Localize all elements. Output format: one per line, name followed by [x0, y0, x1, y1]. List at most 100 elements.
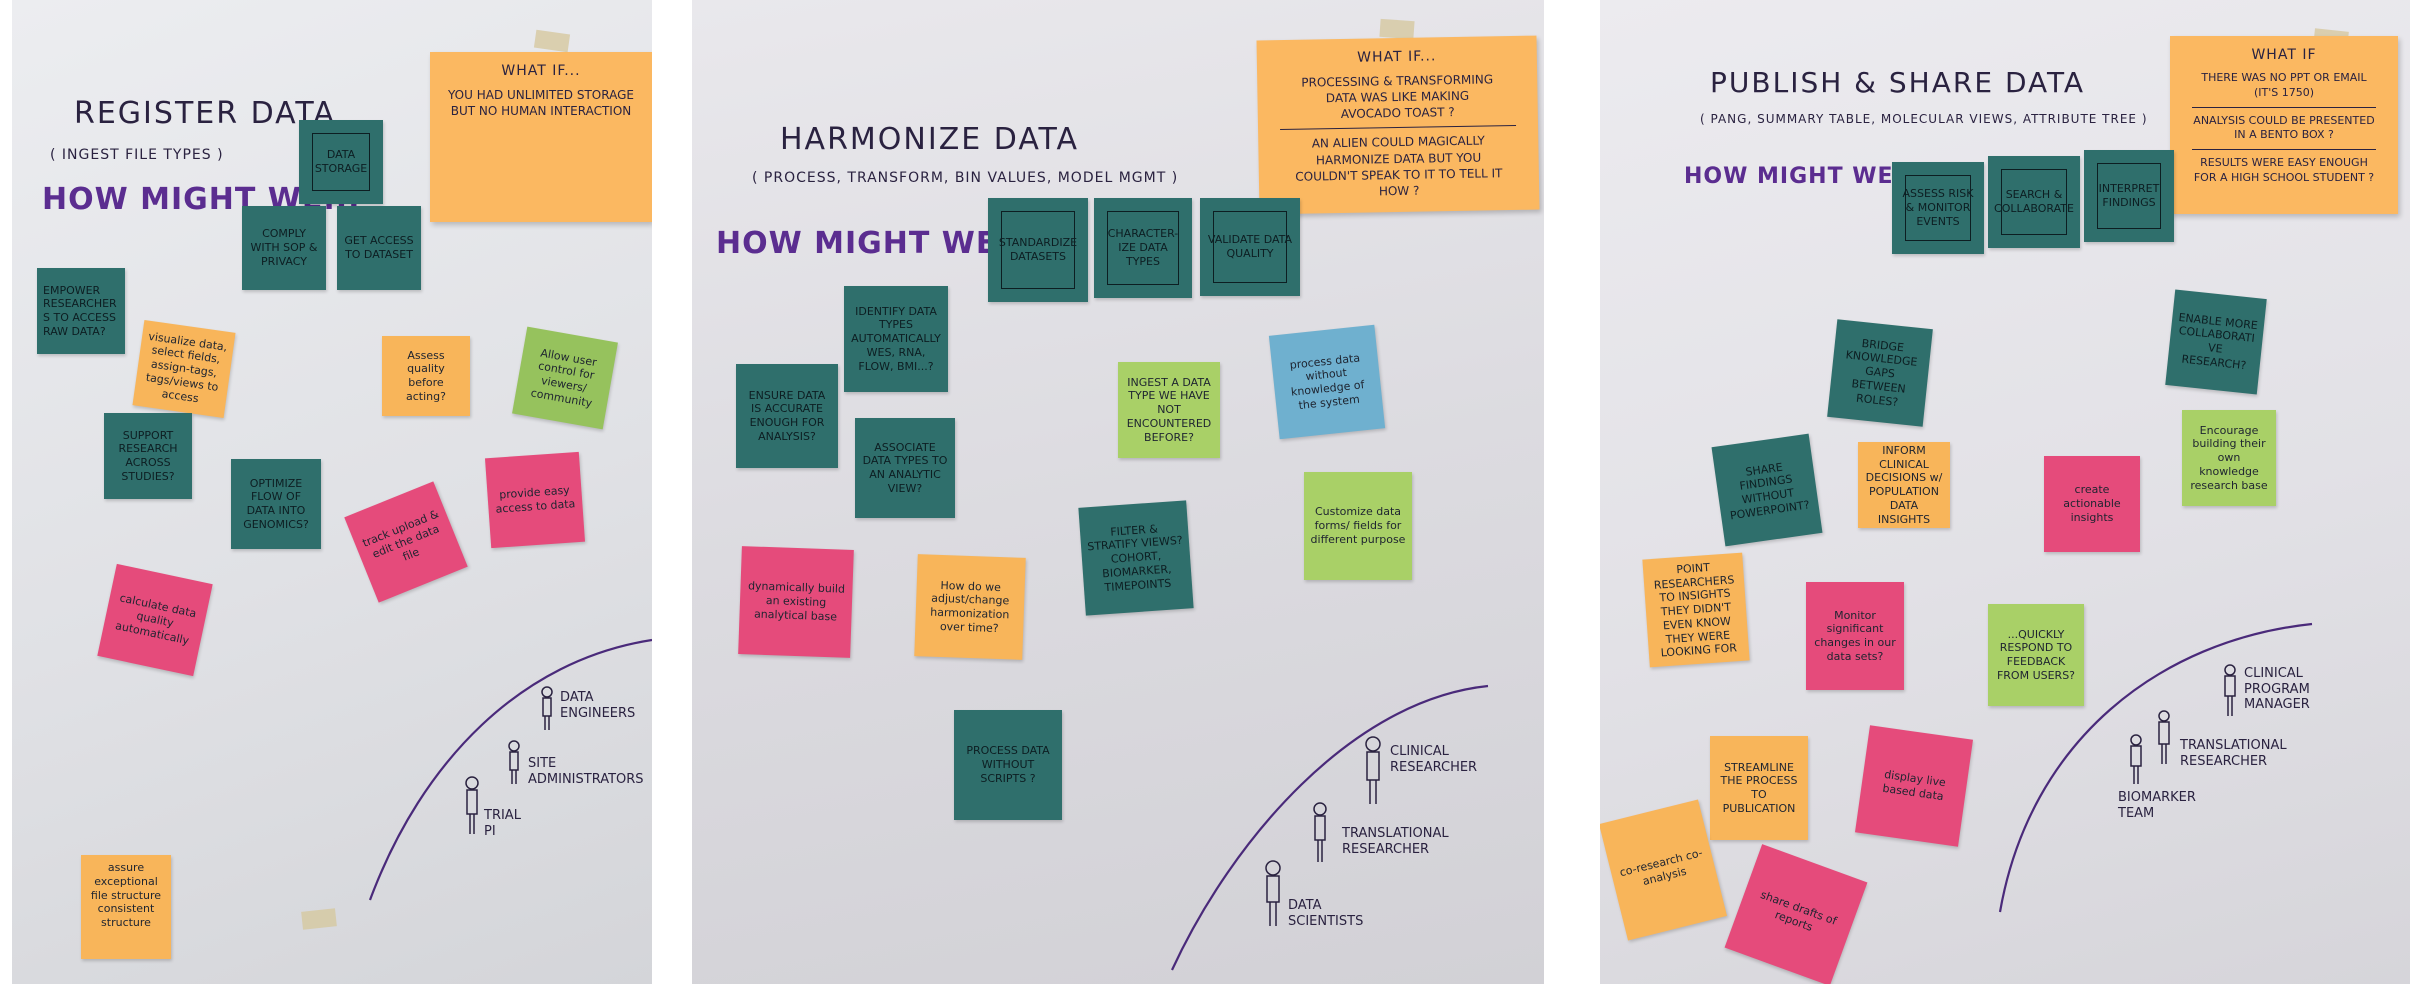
note-text: create actionable insights [2063, 483, 2121, 524]
persona-label: DATA SCIENTISTS [1288, 898, 1364, 929]
note-text: INTERPRET FINDINGS [2098, 182, 2160, 209]
note-text: ASSOCIATE DATA TYPES TO AN ANALYTIC VIEW… [862, 440, 948, 495]
note-text: GET ACCESS TO DATASET [344, 234, 414, 261]
category-interpret: INTERPRET FINDINGS [2084, 150, 2174, 242]
persona-site-admins: SITE ADMINISTRATORS [528, 756, 644, 787]
what-if-heading: WHAT IF [2251, 47, 2317, 63]
persona-translational-researcher: TRANSLATIONAL RESEARCHER [2180, 738, 2296, 769]
note-text: SUPPORT RESEARCH ACROSS STUDIES? [118, 428, 178, 483]
note-ensure: ENSURE DATA IS ACCURATE ENOUGH FOR ANALY… [736, 364, 838, 468]
note-text: OPTIMIZE FLOW OF DATA INTO GENOMICS? [243, 476, 309, 531]
note-text: PROCESS DATA WITHOUT SCRIPTS ? [966, 744, 1050, 785]
note-pink-insights: create actionable insights [2044, 456, 2140, 552]
note-support: SUPPORT RESEARCH ACROSS STUDIES? [104, 413, 192, 499]
category-standardize: STANDARDIZE DATASETS [988, 198, 1088, 302]
persona-label: DATA ENGINEERS [560, 690, 636, 721]
note-text: STREAMLINE THE PROCESS TO PUBLICATION [1720, 760, 1798, 815]
persona-figure-icon [1365, 736, 1381, 804]
persona-arc [368, 638, 652, 901]
persona-figure-icon [541, 686, 553, 730]
what-if-line: RESULTS WERE EASY ENOUGH [2200, 156, 2368, 170]
note-text: ENSURE DATA IS ACCURATE ENOUGH FOR ANALY… [748, 388, 826, 443]
note-inform: INFORM CLINICAL DECISIONS w/ POPULATION … [1858, 442, 1950, 528]
what-if-heading: WHAT IF... [501, 63, 581, 79]
category-search: SEARCH & COLLABORATE [1988, 156, 2080, 248]
panel-title: REGISTER DATA [74, 96, 336, 131]
persona-clinical-researcher: CLINICAL RESEARCHER [1390, 744, 1500, 775]
note-text: COMPLY WITH SOP & PRIVACY [250, 227, 318, 268]
persona-label: TRANSLATIONAL RESEARCHER [1342, 826, 1449, 857]
persona-data-engineers: DATA ENGINEERS [560, 690, 640, 721]
persona-arc [1171, 684, 1489, 971]
divider [2192, 106, 2376, 108]
panel-subtitle: ( INGEST FILE TYPES ) [50, 147, 224, 163]
persona-label: SITE ADMINISTRATORS [528, 756, 644, 787]
persona-data-scientists: DATA SCIENTISTS [1288, 898, 1378, 929]
note-text: SEARCH & COLLABORATE [1994, 188, 2074, 215]
how-might-we-heading: HOW MIGHT WE... [1684, 164, 1922, 189]
persona-trial-pi: TRIAL PI [484, 808, 534, 839]
note-text: INFORM CLINICAL DECISIONS w/ POPULATION … [1865, 443, 1943, 526]
note-encourage: Encourage building their own knowledge r… [2182, 410, 2276, 506]
note-text: STANDARDIZE DATASETS [998, 236, 1078, 263]
persona-figure-icon [1313, 802, 1327, 862]
note-text: Customize data forms/ fields for differe… [1310, 505, 1406, 546]
category-data-storage: DATA STORAGE [299, 120, 383, 204]
note-monitor: Monitor significant changes in our data … [1806, 582, 1904, 690]
note-text: IDENTIFY DATA TYPES AUTOMATICALLY WES, R… [851, 304, 941, 373]
persona-figure-icon [1265, 860, 1281, 926]
note-streamline: STREAMLINE THE PROCESS TO PUBLICATION [1710, 736, 1808, 840]
note-empower: EMPOWER RESEARCHERS TO ACCESS RAW DATA? [37, 268, 125, 354]
persona-label: BIOMARKER TEAM [2118, 790, 2196, 821]
panel-title: PUBLISH & SHARE DATA [1710, 66, 2086, 99]
persona-translational-researcher: TRANSLATIONAL RESEARCHER [1342, 826, 1458, 857]
persona-figure-icon [2158, 710, 2170, 764]
category-assess-risk: ASSESS RISK & MONITOR EVENTS [1892, 162, 1984, 254]
divider [2192, 149, 2376, 151]
note-text: INGEST A DATA TYPE WE HAVE NOT ENCOUNTER… [1126, 375, 1212, 444]
note-assess: Assess quality before acting? [382, 336, 470, 416]
category-comply-sop: COMPLY WITH SOP & PRIVACY [242, 206, 326, 290]
what-if-line: IN A BENTO BOX ? [2234, 128, 2334, 142]
what-if-line: FOR A HIGH SCHOOL STUDENT ? [2193, 171, 2375, 185]
note-text: Assess quality before acting? [406, 348, 446, 403]
what-if-line: BUT NO HUMAN INTERACTION [450, 104, 632, 119]
panel-register-data: REGISTER DATA ( INGEST FILE TYPES ) HOW … [12, 0, 652, 984]
persona-label: TRIAL PI [484, 808, 521, 839]
persona-label: CLINICAL RESEARCHER [1390, 744, 1478, 775]
note-assure: assure exceptional file structure consis… [81, 855, 171, 959]
note-text: DATA STORAGE [314, 148, 368, 175]
note-text: Encourage building their own knowledge r… [2190, 423, 2268, 492]
note-identify: IDENTIFY DATA TYPES AUTOMATICALLY WES, R… [844, 286, 948, 392]
persona-arc [1998, 622, 2313, 913]
note-text: Monitor significant changes in our data … [1814, 608, 1896, 663]
what-if-note: WHAT IF... YOU HAD UNLIMITED STORAGE BUT… [430, 52, 652, 222]
panel-title: HARMONIZE DATA [780, 122, 1080, 157]
what-if-line: ANALYSIS COULD BE PRESENTED [2193, 113, 2375, 127]
persona-figure-icon [2130, 734, 2142, 784]
note-customize: Customize data forms/ fields for differe… [1304, 472, 1412, 580]
category-get-access: GET ACCESS TO DATASET [337, 206, 421, 290]
persona-figure-icon [2224, 664, 2236, 716]
what-if-line: THERE WAS NO PPT OR EMAIL [2201, 70, 2367, 84]
note-text: EMPOWER RESEARCHERS TO ACCESS RAW DATA? [43, 283, 117, 338]
note-text: CHARACTER-IZE DATA TYPES [1107, 227, 1179, 268]
note-ingest: INGEST A DATA TYPE WE HAVE NOT ENCOUNTER… [1118, 362, 1220, 458]
how-might-we-heading: HOW MIGHT WE... [716, 226, 1035, 261]
what-if-line: (IT'S 1750) [2253, 85, 2315, 99]
persona-clinical-pm: CLINICAL PROGRAM MANAGER [2244, 666, 2354, 713]
persona-figure-icon [465, 776, 479, 834]
category-validate: VALIDATE DATA QUALITY [1200, 198, 1300, 296]
note-text: ...QUICKLY RESPOND TO FEEDBACK FROM USER… [1996, 627, 2076, 682]
what-if-line: YOU HAD UNLIMITED STORAGE [448, 87, 634, 102]
note-text: VALIDATE DATA QUALITY [1207, 233, 1293, 260]
panel-subtitle: ( PANG, SUMMARY TABLE, MOLECULAR VIEWS, … [1700, 112, 2148, 126]
note-process-scripts: PROCESS DATA WITHOUT SCRIPTS ? [954, 710, 1062, 820]
persona-figure-icon [508, 740, 520, 784]
persona-label: CLINICAL PROGRAM MANAGER [2244, 666, 2310, 713]
persona-biomarker-team: BIOMARKER TEAM [2118, 790, 2198, 821]
what-if-note: WHAT IF THERE WAS NO PPT OR EMAIL (IT'S … [2170, 36, 2398, 214]
category-characterize: CHARACTER-IZE DATA TYPES [1094, 198, 1192, 298]
panel-subtitle: ( PROCESS, TRANSFORM, BIN VALUES, MODEL … [752, 170, 1179, 186]
note-text: assure exceptional file structure consis… [90, 861, 162, 929]
